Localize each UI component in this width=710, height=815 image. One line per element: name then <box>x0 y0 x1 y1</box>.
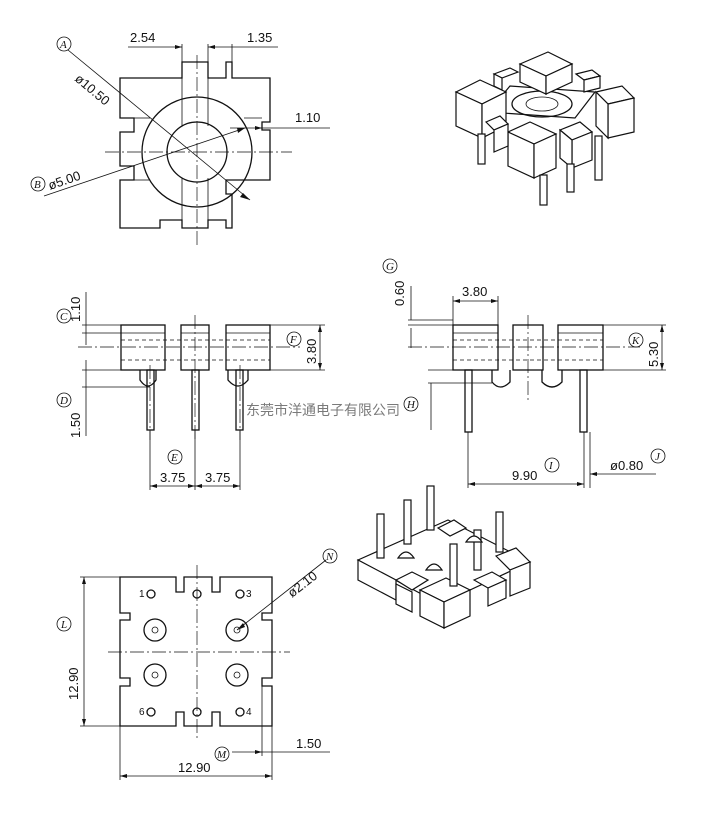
pin-number-1: 1 <box>139 589 145 600</box>
dim-block-width: 3.80 <box>462 284 487 299</box>
callout-m <box>214 746 230 762</box>
callout-f-label: F <box>289 334 297 346</box>
callout-c-label: C <box>60 311 68 323</box>
dim-pin-diameter: ø0.80 <box>610 458 643 473</box>
dim-pin-row-spacing: 9.90 <box>512 468 537 483</box>
pin-number-3: 3 <box>246 589 252 600</box>
dim-edge-notch: 1.50 <box>296 736 321 751</box>
callout-i-label: I <box>548 460 554 472</box>
dim-overall-height: 12.90 <box>66 667 81 700</box>
dim-flange-thickness: 1.10 <box>68 297 83 322</box>
outer-flange-circle <box>141 96 253 208</box>
callout-m-label: M <box>216 749 227 761</box>
pin-number-6: 6 <box>139 707 145 718</box>
callout-k-label: K <box>631 335 640 347</box>
company-watermark: 东莞市洋通电子有限公司 <box>246 402 400 419</box>
dim-shim: 0.60 <box>392 281 407 306</box>
dim-slot-depth: 1.10 <box>295 110 320 125</box>
callout-d-label: D <box>59 395 68 407</box>
callout-k <box>628 332 644 348</box>
top-view-outline <box>119 61 271 229</box>
side-view: 0.60 3.80 5.30 9.90 ø0.80 G <box>382 258 666 488</box>
callout-e-label: E <box>170 452 178 464</box>
dim-pin-pitch-b: 3.75 <box>205 470 230 485</box>
callout-j <box>650 448 666 464</box>
front-view: 1.10 1.50 3.80 3.75 3.75 C D E F <box>56 292 325 490</box>
dim-body-height-front: 3.80 <box>304 339 319 364</box>
dim-slot-width: 1.35 <box>247 30 272 45</box>
isometric-view-top <box>454 51 636 206</box>
callout-l <box>56 616 72 632</box>
dim-overall-width: 12.90 <box>178 760 211 775</box>
callout-a-label: A <box>59 39 67 51</box>
callout-b <box>30 176 46 192</box>
dim-pin-offset: 1.50 <box>68 413 83 438</box>
pin-number-4: 4 <box>246 707 252 718</box>
callout-b-label: B <box>34 179 41 191</box>
callout-n <box>322 548 338 564</box>
dim-pin-pitch-a: 3.75 <box>160 470 185 485</box>
callout-h <box>403 396 419 412</box>
callout-g <box>382 258 398 274</box>
callout-h-label: H <box>406 399 416 411</box>
callout-g-label: G <box>386 261 394 273</box>
dim-body-height-side: 5.30 <box>646 342 661 367</box>
callout-l-label: L <box>60 619 67 631</box>
callout-f <box>286 331 302 347</box>
bottom-view: 1 3 6 4 12.90 12.90 1.50 ø2.10 <box>56 548 338 780</box>
callout-n-label: N <box>325 551 334 563</box>
callout-c <box>56 308 72 324</box>
isometric-view-bottom <box>356 485 532 629</box>
top-view: 2.54 1.35 1.10 ø10.50 A ø5.00 B <box>30 30 330 245</box>
callout-d <box>56 392 72 408</box>
callout-i <box>544 457 560 473</box>
dim-standoff-diameter: ø2.10 <box>285 568 320 600</box>
callout-j-label: J <box>655 451 661 463</box>
callout-a <box>56 36 72 52</box>
callout-e <box>167 449 183 465</box>
dim-slot-pitch: 2.54 <box>130 30 155 45</box>
dim-outer-diameter: ø10.50 <box>72 71 113 109</box>
